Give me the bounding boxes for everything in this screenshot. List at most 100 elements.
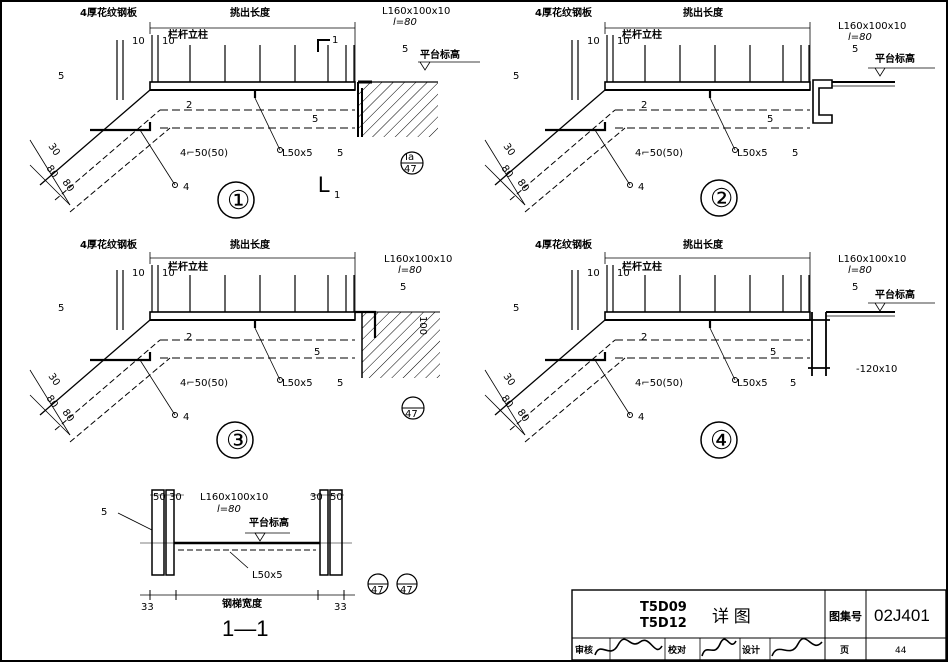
l80-label-3: l=80: [398, 265, 422, 276]
dim-10b-3: 10: [162, 268, 175, 279]
dim-30-3: 30: [46, 371, 62, 388]
weld-5c-3: 5: [314, 347, 320, 358]
steel-label-1: L160x100x10: [382, 6, 450, 17]
svg-text:L: L: [318, 172, 330, 197]
plate-label-4: 4厚花纹钢板: [535, 238, 593, 251]
weld-5-3: 5: [58, 303, 64, 314]
signature-design: [771, 637, 823, 657]
atlas-label: 图集号: [829, 609, 862, 623]
weld-4-1: 4: [183, 182, 189, 193]
detail-number-4: ④: [710, 425, 733, 455]
weld-label-1: 4⌐50(50): [180, 148, 228, 159]
dim-33a-sec: 33: [141, 602, 154, 613]
angle-label-4: L50x5: [737, 378, 768, 389]
width-label-sec: 钢梯宽度: [222, 597, 263, 610]
review-label: 审核: [575, 644, 593, 656]
weld-5d-1: 5: [337, 148, 343, 159]
section-1-1: 47 47 50 30 30 50 L160x100x10 l=80 平台标高 …: [101, 489, 418, 641]
weld-label-2: 4⌐50(50): [635, 148, 683, 159]
dim-2-2: 2: [641, 100, 647, 111]
platform-label-1: 平台标高: [420, 48, 460, 61]
weld-5-4: 5: [513, 303, 519, 314]
atlas-number: 02J401: [874, 606, 930, 625]
weld-label-4: 4⌐50(50): [635, 378, 683, 389]
dim-33b-sec: 33: [334, 602, 347, 613]
check-label: 校对: [668, 644, 686, 656]
detail-1: 1 L 1 47 Ia 4厚花纹钢板 挑出长度 栏杆立柱 L160x100x10…: [28, 6, 480, 219]
dim-10a-4: 10: [587, 268, 600, 279]
steel-label-4: L160x100x10: [838, 254, 906, 265]
svg-text:47: 47: [404, 164, 417, 175]
section-title: 1—1: [222, 616, 268, 641]
l80-label-1: l=80: [393, 17, 417, 28]
detail-number-2: ②: [710, 183, 733, 213]
weld-4-4: 4: [638, 412, 644, 423]
weld-5b-4: 5: [852, 282, 858, 293]
weld-5c-1: 5: [312, 114, 318, 125]
detail-number-3: ③: [226, 425, 249, 455]
length-label-3: 挑出长度: [230, 238, 271, 251]
dim-10a-2: 10: [587, 36, 600, 47]
detail-2: 4厚花纹钢板 挑出长度 栏杆立柱 L160x100x10 l=80 平台标高 4…: [483, 6, 935, 217]
dim-30a-sec: 30: [169, 492, 182, 503]
post-label-2: 栏杆立柱: [622, 28, 662, 41]
angle-label-3: L50x5: [282, 378, 313, 389]
post-label-1: 栏杆立柱: [168, 28, 208, 41]
drawing-title: 详 图: [712, 607, 751, 626]
weld-5-1: 5: [58, 71, 64, 82]
detail-4: 4厚花纹钢板 挑出长度 栏杆立柱 L160x100x10 l=80 平台标高 -…: [483, 238, 935, 459]
platform-label-4: 平台标高: [875, 288, 915, 301]
detail-3: 47 4厚花纹钢板 挑出长度 栏杆立柱 L160x100x10 l=80 100…: [28, 238, 452, 459]
weld-5c-4: 5: [770, 347, 776, 358]
steel-label-2: L160x100x10: [838, 21, 906, 32]
weld-5c-2: 5: [767, 114, 773, 125]
dim-2-1: 2: [186, 100, 192, 111]
svg-text:Ia: Ia: [405, 152, 414, 163]
page-number: 44: [895, 646, 907, 656]
weld-5d-3: 5: [337, 378, 343, 389]
platform-label-2: 平台标高: [875, 52, 915, 65]
dim-10a-1: 10: [132, 36, 145, 47]
signature-review: [594, 638, 663, 656]
steel-label-sec: L160x100x10: [200, 492, 268, 503]
weld-label-3: 4⌐50(50): [180, 378, 228, 389]
page-label: 页: [840, 645, 849, 656]
weld-4-2: 4: [638, 182, 644, 193]
post-label-4: 栏杆立柱: [622, 260, 662, 273]
svg-text:1: 1: [334, 190, 340, 201]
title-block: T5D09 T5D12 详 图 图集号 02J401 审核 校对 设计 页 44: [571, 589, 947, 661]
dim-2-4: 2: [641, 332, 647, 343]
length-label-4: 挑出长度: [683, 238, 724, 251]
angle-label-2: L50x5: [737, 148, 768, 159]
dim-30-1: 30: [46, 141, 62, 158]
dim-50a-sec: 50: [153, 492, 166, 503]
ref-47a-sec: 47: [371, 585, 384, 596]
dim-2-3: 2: [186, 332, 192, 343]
dim-30b-sec: 30: [310, 492, 323, 503]
ref-47-3: 47: [405, 409, 418, 420]
signature-check: [701, 638, 737, 657]
length-label-2: 挑出长度: [683, 6, 724, 19]
weld-5b-3: 5: [400, 282, 406, 293]
plate-label-3: 4厚花纹钢板: [80, 238, 138, 251]
dim-100-3: 100: [417, 316, 428, 335]
svg-text:1: 1: [332, 35, 338, 46]
angle-label-1: L50x5: [282, 148, 313, 159]
plate-label-1: 4厚花纹钢板: [80, 6, 138, 19]
plate-label-2: 4厚花纹钢板: [535, 6, 593, 19]
weld-5d-2: 5: [792, 148, 798, 159]
weld-5d-4: 5: [790, 378, 796, 389]
weld-4-3: 4: [183, 412, 189, 423]
dim-10b-2: 10: [617, 36, 630, 47]
weld-5-sec: 5: [101, 507, 107, 518]
dim-30-4: 30: [501, 371, 517, 388]
angle-label-sec: L50x5: [252, 570, 283, 581]
dim-50b-sec: 50: [330, 492, 343, 503]
detail-number-1: ①: [227, 185, 250, 215]
dim-30-2: 30: [501, 141, 517, 158]
l80-label-2: l=80: [848, 32, 872, 43]
plate-120-label-4: -120x10: [856, 364, 897, 375]
dim-10a-3: 10: [132, 268, 145, 279]
dim-10b-4: 10: [617, 268, 630, 279]
